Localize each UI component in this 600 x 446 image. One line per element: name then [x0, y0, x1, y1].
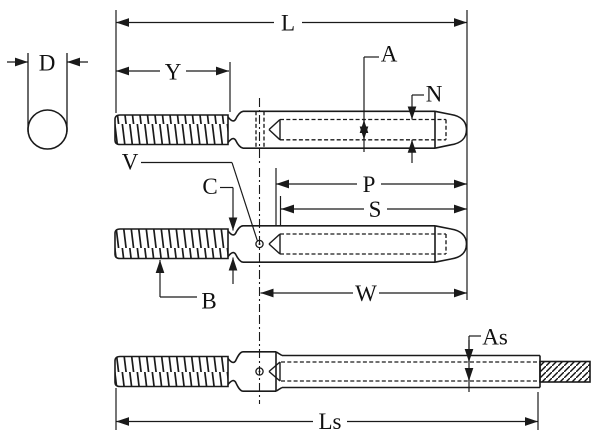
dimension-A — [359, 56, 379, 152]
dim-label-C: C — [202, 174, 217, 199]
dimension-S — [279, 196, 467, 226]
neck-top-profile — [227, 110, 244, 122]
wire-circle — [27, 109, 68, 150]
fitting-middle-view — [114, 168, 468, 312]
thread-bottom-view — [114, 355, 229, 388]
thread-top-view — [114, 114, 229, 146]
dim-label-L: L — [281, 11, 295, 36]
bore-hidden-lines-top-view — [255, 111, 447, 149]
neck-top-profile-middle — [227, 225, 244, 236]
dim-label-S: S — [369, 197, 382, 222]
leader-B — [155, 260, 197, 298]
thread-middle-view — [114, 228, 229, 260]
wire-end-view — [7, 53, 88, 150]
barrel-outline-top-view — [243, 110, 468, 149]
neck-bottom-profile-middle — [227, 251, 244, 263]
cable-hidden-lines — [281, 361, 540, 382]
bore-hidden-lines-middle-view — [280, 233, 447, 255]
collar-and-swaged-barrel-outline — [243, 350, 541, 393]
neck-top-profile-bottom — [227, 351, 244, 364]
dimension-N — [407, 94, 424, 163]
drill-cone-top-view — [268, 118, 281, 141]
fitting-bottom-view — [114, 315, 591, 404]
dim-label-N: N — [426, 82, 443, 107]
dim-label-Y: Y — [165, 60, 182, 85]
dim-label-As: As — [482, 325, 508, 350]
dim-label-V: V — [122, 150, 139, 175]
leader-V — [141, 161, 258, 241]
barrel-outline-middle-view — [243, 225, 468, 264]
dim-label-B: B — [201, 289, 216, 314]
dim-label-Ls: Ls — [319, 409, 342, 434]
drill-cone-bottom-view — [268, 361, 281, 382]
dimension-C — [220, 186, 238, 284]
neck-bottom-profile-bottom — [227, 379, 244, 392]
dim-label-A: A — [381, 42, 398, 67]
protruding-cable-hatched — [539, 360, 591, 383]
fitting-top-view — [114, 98, 468, 163]
dimension-As — [464, 335, 481, 392]
dimension-Y — [116, 62, 231, 112]
dimension-L — [115, 10, 468, 300]
dimension-P — [275, 168, 467, 226]
neck-bottom-profile — [227, 137, 244, 149]
dim-label-D: D — [39, 51, 56, 76]
dimension-Ls — [115, 388, 539, 430]
drill-cone-middle-view — [268, 233, 281, 255]
dim-label-P: P — [363, 172, 376, 197]
dim-label-W: W — [355, 281, 377, 306]
